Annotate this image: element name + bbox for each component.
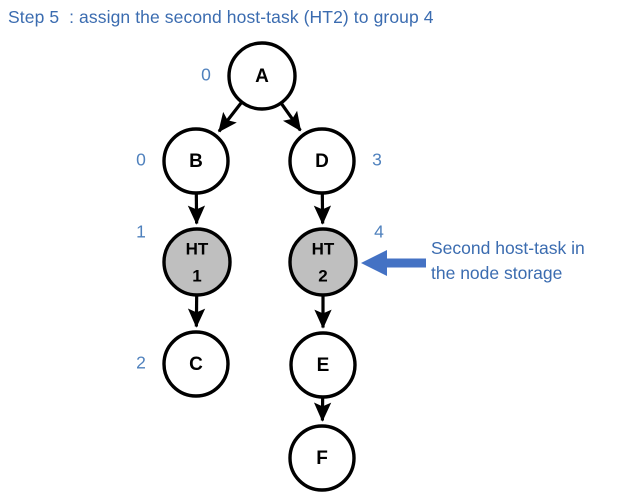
callout-annotation-line-1: Second host-task in [431,238,585,258]
callout-arrow-icon [361,250,426,276]
edge-a-to-b [217,101,243,133]
page-title: Step 5 : assign the second host-task (HT… [8,7,434,27]
node-c[interactable]: C [162,330,230,398]
group-label-b: 0 [136,150,146,170]
node-circle-f [288,424,356,492]
group-label-ht2: 4 [374,222,384,242]
node-label-ht2-line2: 2 [318,266,327,285]
callout-annotation-line-2: the node storage [431,263,563,283]
node-f[interactable]: F [288,424,356,492]
group-label-a: 0 [201,65,211,85]
node-ht1[interactable]: HT 1 [162,227,232,297]
node-circle-a [227,41,297,111]
node-label-c: C [189,354,203,375]
node-label-ht2-line1: HT [312,239,335,258]
node-b[interactable]: B [162,127,230,195]
node-circle-b [162,127,230,195]
group-label-ht1: 1 [136,222,146,242]
node-circle-ht1 [162,227,232,297]
node-circle-d [288,127,356,195]
edge-layer [187,101,332,422]
node-label-a: A [255,66,269,87]
group-label-c: 2 [136,353,146,373]
node-label-e: E [317,355,330,376]
node-label-ht1-line1: HT [186,239,209,258]
node-label-b: B [189,151,203,172]
callout-arrow-layer [361,250,426,276]
node-a[interactable]: A [227,41,297,111]
node-circle-c [162,330,230,398]
group-label-d: 3 [372,150,382,170]
node-label-d: D [315,151,329,172]
node-ht2[interactable]: HT 2 [288,227,358,297]
edge-a-to-d [280,102,302,132]
node-e[interactable]: E [289,331,357,399]
node-d[interactable]: D [288,127,356,195]
node-label-f: F [316,448,328,469]
callout-annotation: Second host-task in the node storage [431,236,621,286]
node-label-ht1-line2: 1 [192,266,201,285]
node-circle-e [289,331,357,399]
node-circle-ht2 [288,227,358,297]
